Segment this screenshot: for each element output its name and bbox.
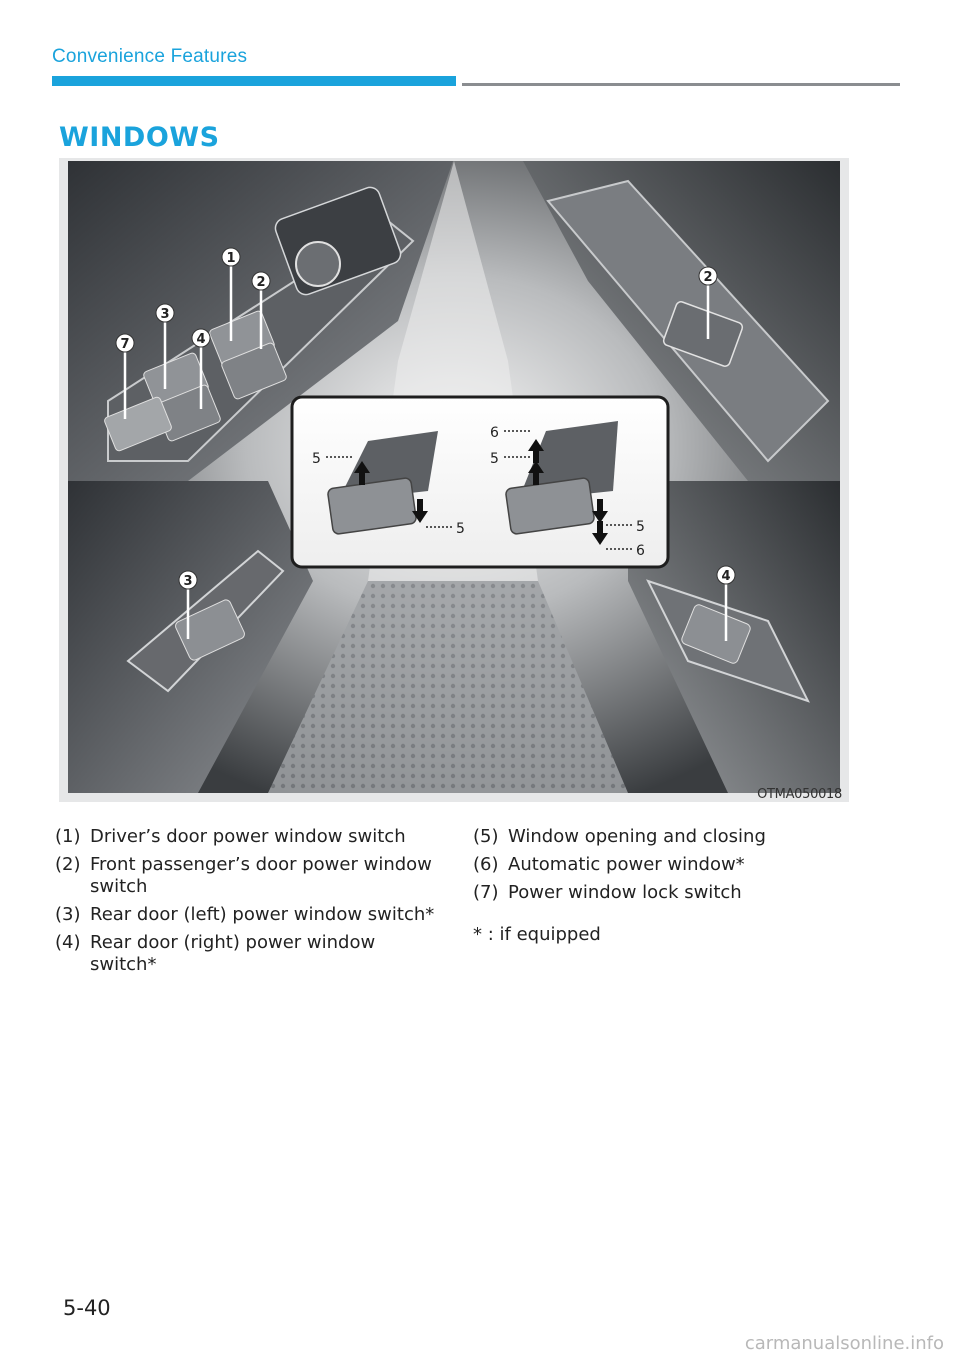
legend-text: Rear door (left) power window switch* (90, 904, 435, 925)
watermark: carmanualsonline.info (744, 1333, 944, 1354)
legend-number: (3) (55, 904, 81, 925)
callout-3: 3 (160, 307, 169, 322)
legend-item: (5) Window opening and closing (473, 826, 873, 848)
footnote: * : if equipped (473, 924, 601, 945)
callout-7: 7 (120, 337, 129, 352)
legend-left: (1) Driver’s door power window switch (2… (55, 826, 440, 982)
inset-label-5d: 5 (636, 519, 645, 535)
legend-text: Rear door (right) power window switch* (90, 932, 376, 975)
legend-text: Automatic power window* (508, 854, 745, 875)
illustration-canvas: 1 2 3 4 7 2 3 4 (68, 161, 840, 793)
callout-4-rear-right: 4 (721, 569, 730, 584)
legend-right: (5) Window opening and closing (6) Autom… (473, 826, 873, 946)
legend-text: Power window lock switch (508, 882, 742, 903)
legend-item: (2) Front passenger’s door power window … (55, 854, 440, 898)
legend-number: (2) (55, 854, 81, 875)
legend-number: (7) (473, 882, 499, 903)
page-title: WINDOWS (59, 122, 220, 153)
legend-item: (1) Driver’s door power window switch (55, 826, 440, 848)
legend-item: (4) Rear door (right) power window switc… (55, 932, 440, 976)
inset-label-6a: 6 (490, 425, 499, 441)
header-rule (462, 83, 900, 86)
legend-number: (6) (473, 854, 499, 875)
inset-label-6b: 6 (636, 543, 645, 559)
legend-text: Driver’s door power window switch (90, 826, 406, 847)
page-number: 5-40 (63, 1296, 111, 1320)
legend-text: Window opening and closing (508, 826, 766, 847)
legend-text: Front passenger’s door power window swit… (90, 854, 432, 897)
header-rule-accent (52, 76, 456, 86)
legend-item: (3) Rear door (left) power window switch… (55, 904, 440, 926)
inset-label-5c: 5 (490, 451, 499, 467)
callout-4: 4 (196, 332, 205, 347)
callout-2: 2 (256, 275, 265, 290)
switch-operation-inset: 5 5 6 5 5 6 (290, 395, 670, 569)
legend-item: (6) Automatic power window* (473, 854, 873, 876)
callout-2-passenger: 2 (703, 270, 712, 285)
window-switch-illustration: 1 2 3 4 7 2 3 4 (59, 158, 849, 802)
section-header: Convenience Features (52, 46, 248, 67)
legend-item: (7) Power window lock switch (473, 882, 873, 904)
inset-label-5b: 5 (456, 521, 465, 537)
figure-code: OTMA050018 (757, 787, 842, 802)
legend-number: (1) (55, 826, 81, 847)
legend-number: (4) (55, 932, 81, 953)
callout-3-rear-left: 3 (183, 574, 192, 589)
legend-number: (5) (473, 826, 499, 847)
callout-1: 1 (226, 251, 235, 266)
inset-label-5a: 5 (312, 451, 321, 467)
